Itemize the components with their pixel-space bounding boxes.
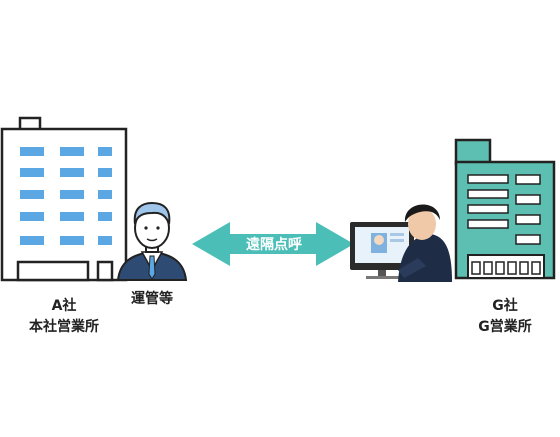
a-office-label: 本社営業所 <box>29 319 99 335</box>
remote-rollcall-arrow <box>192 222 354 266</box>
g-company-label: G社 <box>492 298 518 314</box>
arrow-label: 遠隔点呼 <box>246 237 302 253</box>
driver-at-monitor-icon <box>350 204 452 282</box>
manager-person-icon <box>116 201 188 281</box>
a-office-entrance <box>16 260 90 282</box>
manager-label: 運管等 <box>131 291 173 307</box>
g-office-building <box>454 138 556 280</box>
a-company-label: A社 <box>51 298 77 314</box>
g-office-label: G営業所 <box>478 319 532 335</box>
a-office-building <box>0 116 128 282</box>
a-office-windows <box>20 147 112 245</box>
g-office-shutters <box>467 254 545 279</box>
g-office-windows <box>467 174 541 245</box>
